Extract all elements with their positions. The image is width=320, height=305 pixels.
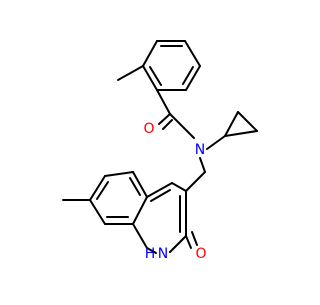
bond	[169, 113, 195, 139]
aromatic-bond	[149, 66, 162, 86]
bond	[158, 113, 171, 125]
atom-label-amide-n: N	[195, 142, 205, 158]
bond	[191, 231, 198, 246]
atom-label-ketone-o: O	[195, 246, 206, 262]
bond	[185, 171, 206, 192]
bond	[89, 175, 106, 201]
bond-layer	[62, 40, 258, 254]
bond	[169, 235, 187, 253]
bond	[185, 235, 192, 249]
bond	[224, 111, 239, 137]
bond	[132, 196, 148, 225]
molecule-drawing: O N N H O	[62, 40, 258, 262]
bond	[224, 130, 258, 137]
aromatic-bond	[150, 189, 171, 202]
bond	[142, 40, 158, 67]
bond	[146, 247, 157, 254]
atom-label-ring-n: N	[158, 246, 168, 262]
bond	[237, 111, 258, 132]
bond	[132, 223, 148, 249]
bond	[89, 199, 106, 225]
bond	[184, 40, 201, 67]
bond	[142, 65, 158, 91]
bond	[132, 171, 148, 198]
bond	[104, 171, 134, 177]
bond	[156, 89, 171, 115]
atom-label-layer: O N N H O	[143, 121, 206, 262]
bond	[206, 135, 226, 150]
bond	[117, 65, 144, 81]
bond	[199, 157, 206, 173]
bond	[185, 65, 201, 91]
bond	[171, 182, 187, 192]
structure-canvas: O N N H O	[62, 40, 258, 262]
atom-label-carbonyl-o: O	[143, 121, 154, 137]
aromatic-bond	[182, 66, 194, 85]
aromatic-bond	[129, 177, 141, 196]
atom-label-ring-h: H	[145, 246, 156, 262]
bond	[146, 182, 173, 198]
aromatic-bond	[96, 181, 109, 200]
bond	[162, 119, 173, 130]
